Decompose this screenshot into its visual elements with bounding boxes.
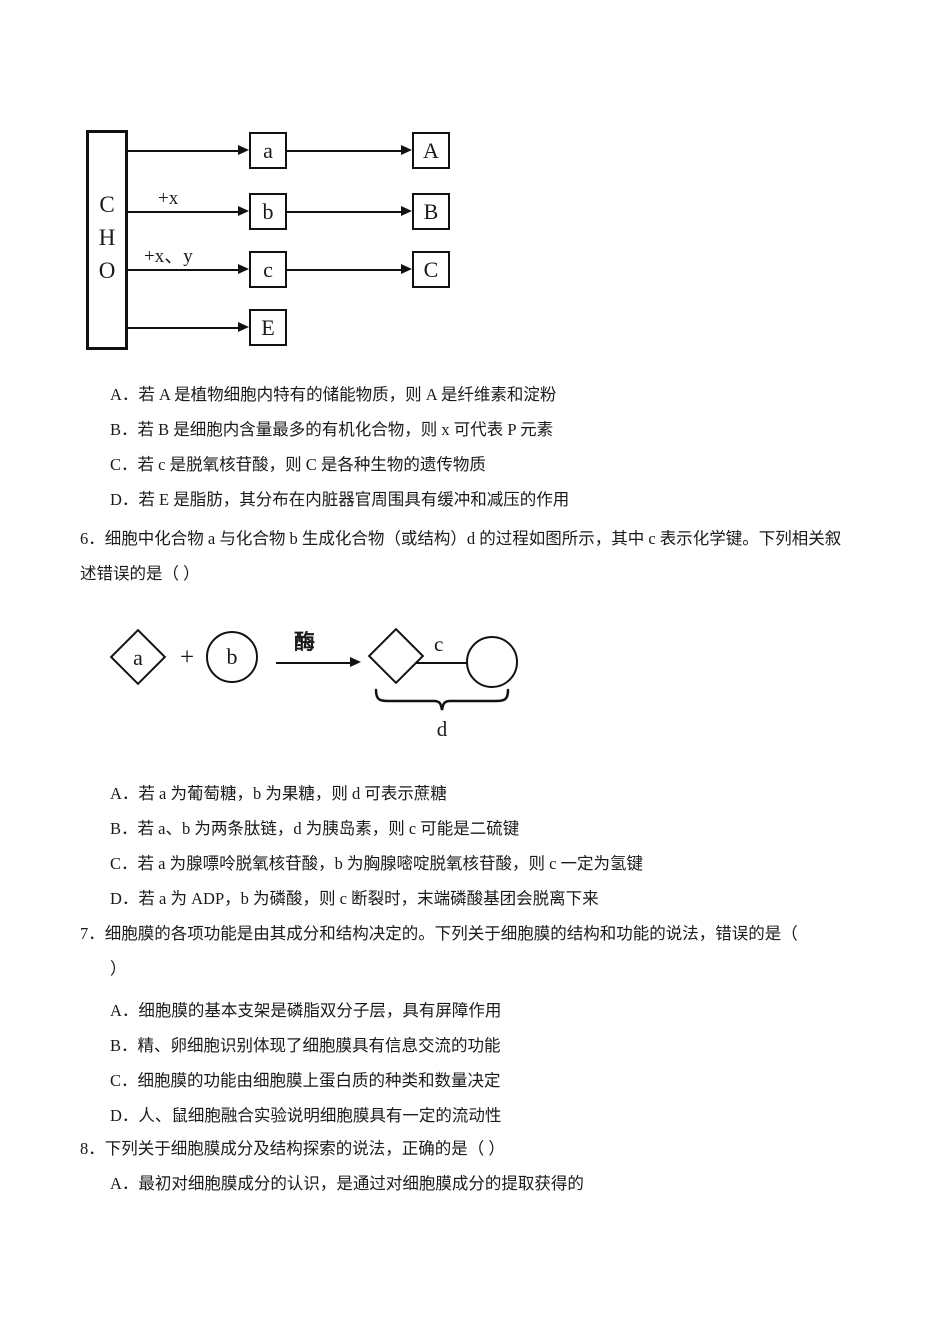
figure2-label-b: b [226,644,238,669]
arrow-line-row3-left [128,269,240,271]
figure-condensation-reaction-diagram: a + b 酶 c d [96,614,556,750]
option-q7-D: D．人、鼠细胞融合实验说明细胞膜具有一定的流动性 [110,1106,502,1125]
arrow-line-row3-right [287,269,403,271]
figure2-plus-sign: + [180,644,195,671]
option-q8-A: A．最初对细胞膜成分的认识，是通过对细胞膜成分的提取获得的 [110,1174,584,1193]
figure2-brace [374,688,510,711]
arrow-head-row1-left [238,144,249,155]
cho-letter-c: C [99,192,115,217]
figure1-box-E: E [249,309,287,346]
question-7-stem-line-2: ） [110,959,127,978]
option-q5-B: B．若 B 是细胞内含量最多的有机化合物，则 x 可代表 P 元素 [110,420,554,439]
figure1-label-plus-x: +x [158,188,179,209]
figure1-box-B: B [412,193,450,230]
figure1-box-b: b [249,193,287,230]
question-6-stem-line-2: 述错误的是（ ） [80,564,200,583]
question-7-stem-line-1: 7．细胞膜的各项功能是由其成分和结构决定的。下列关于细胞膜的结构和功能的说法，错… [80,924,798,943]
arrow-head-row3-right [401,263,412,274]
option-q5-D: D．若 E 是脂肪，其分布在内脏器官周围具有缓冲和减压的作用 [110,490,570,509]
question-8-stem-line-1: 8．下列关于细胞膜成分及结构探索的说法，正确的是（ ） [80,1139,505,1158]
figure2-label-a: a [133,645,143,670]
figure-cho-branching-diagram: C H O a A +x b B +x、y c C E [86,126,466,354]
cho-letter-h: H [98,225,116,250]
figure2-product-diamond [367,627,425,685]
arrow-head-row3-left [238,263,249,274]
figure2-arrow-line [276,662,352,664]
arrow-head-row4 [238,321,249,332]
figure2-enzyme-label: 酶 [294,630,315,654]
figure2-product-circle [466,636,518,688]
figure2-arrow-head [350,656,361,667]
figure2-bond-line [416,662,468,664]
figure1-label-plus-x-y: +x、y [144,246,193,267]
option-q7-A: A．细胞膜的基本支架是磷脂双分子层，具有屏障作用 [110,1001,502,1020]
arrow-line-row2-right [287,211,403,213]
option-q6-D: D．若 a 为 ADP，b 为磷酸，则 c 断裂时，末端磷酸基团会脱离下来 [110,889,599,908]
option-q5-C: C．若 c 是脱氧核苷酸，则 C 是各种生物的遗传物质 [110,455,486,474]
arrow-head-row1-right [401,144,412,155]
cho-letter-o: O [98,258,116,283]
option-q6-A: A．若 a 为葡萄糖，b 为果糖，则 d 可表示蔗糖 [110,784,447,803]
figure2-label-d: d [436,717,448,741]
figure1-box-A: A [412,132,450,169]
arrow-head-row2-left [238,205,249,216]
option-q6-B: B．若 a、b 为两条肽链，d 为胰岛素，则 c 可能是二硫键 [110,819,520,838]
arrow-line-row1-right [287,150,403,152]
arrow-line-row2-left [128,211,240,213]
option-q7-B: B．精、卵细胞识别体现了细胞膜具有信息交流的功能 [110,1036,501,1055]
cho-source-box [86,130,128,350]
arrow-head-row2-right [401,205,412,216]
figure1-box-a: a [249,132,287,169]
figure2-circle-b [206,631,258,683]
cho-letters: C H O [86,188,128,287]
arrow-line-row4 [128,327,240,329]
figure2-label-c: c [434,632,444,656]
figure1-box-C: C [412,251,450,288]
option-q6-C: C．若 a 为腺嘌呤脱氧核苷酸，b 为胸腺嘧啶脱氧核苷酸，则 c 一定为氢键 [110,854,644,873]
option-q7-C: C．细胞膜的功能由细胞膜上蛋白质的种类和数量决定 [110,1071,501,1090]
figure1-box-c: c [249,251,287,288]
option-q5-A: A．若 A 是植物细胞内特有的储能物质，则 A 是纤维素和淀粉 [110,385,557,404]
arrow-line-row1-left [128,150,240,152]
question-6-stem-line-1: 6．细胞中化合物 a 与化合物 b 生成化合物（或结构）d 的过程如图所示，其中… [80,529,842,548]
